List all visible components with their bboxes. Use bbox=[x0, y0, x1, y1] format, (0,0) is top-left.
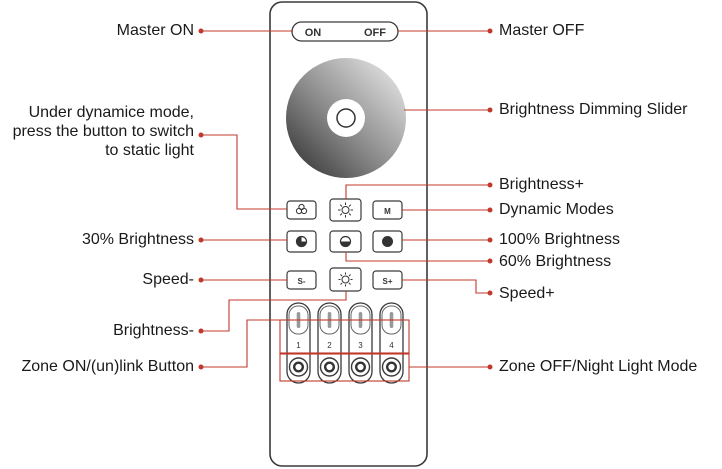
zone-1-group: 1 bbox=[286, 302, 311, 384]
brightness-minus-button[interactable] bbox=[329, 267, 362, 292]
leader-speed-plus bbox=[402, 279, 490, 294]
brightness-60-icon bbox=[339, 235, 352, 248]
master-on-label: ON bbox=[305, 27, 322, 39]
leader-lines bbox=[201, 30, 490, 368]
leader-brightness-60 bbox=[345, 252, 490, 262]
zone-4-number: 4 bbox=[389, 341, 394, 350]
mode-button-label: M bbox=[384, 207, 391, 216]
sun-small-icon bbox=[338, 272, 353, 287]
sun-large-icon bbox=[338, 202, 353, 218]
callout-static-light: Under dynamice mode, press the button to… bbox=[12, 104, 194, 159]
wheel-center-button[interactable] bbox=[336, 108, 356, 128]
callout-brightness-60: 60% Brightness bbox=[499, 253, 612, 270]
rgb-circles-icon bbox=[295, 203, 308, 215]
zone-on-bracket bbox=[279, 319, 410, 355]
zone-3-number: 3 bbox=[358, 341, 363, 350]
callout-master-on: Master ON bbox=[116, 22, 194, 39]
leader-brightness-minus bbox=[201, 291, 347, 332]
zone-2-group: 2 bbox=[317, 302, 342, 384]
callout-dynamic-modes: Dynamic Modes bbox=[499, 201, 614, 218]
callout-brightness-100: 100% Brightness bbox=[499, 231, 620, 248]
callout-brightness-slider: Brightness Dimming Slider bbox=[499, 101, 688, 118]
leader-zone-on bbox=[201, 319, 280, 368]
master-off-label: OFF bbox=[364, 27, 386, 39]
brightness-100-icon bbox=[382, 236, 393, 247]
speed-plus-label: S+ bbox=[382, 277, 392, 286]
zone-3-group: 3 bbox=[348, 302, 373, 384]
zone-2-number: 2 bbox=[327, 341, 332, 350]
zone-4-group: 4 bbox=[379, 302, 404, 384]
leader-dots bbox=[198, 28, 493, 370]
callout-speed-plus: Speed+ bbox=[499, 285, 555, 302]
speed-minus-label: S- bbox=[298, 277, 306, 286]
callout-brightness-minus: Brightness- bbox=[113, 322, 194, 339]
brightness-plus-button[interactable] bbox=[329, 198, 362, 222]
leader-brightness-plus bbox=[345, 184, 490, 199]
callout-zone-on: Zone ON/(un)link Button bbox=[21, 358, 194, 375]
zone-3-off-icon bbox=[355, 361, 367, 373]
zone-1-number: 1 bbox=[296, 341, 301, 350]
zone-2-off-icon bbox=[324, 361, 336, 373]
callout-brightness-plus: Brightness+ bbox=[499, 176, 584, 193]
callout-brightness-30: 30% Brightness bbox=[81, 231, 194, 248]
callout-speed-minus: Speed- bbox=[142, 271, 194, 288]
leader-static-light bbox=[201, 134, 287, 210]
zone-1-off-icon bbox=[293, 361, 305, 373]
brightness-30-icon bbox=[295, 235, 308, 248]
zone-4-off-icon bbox=[386, 361, 398, 373]
callout-master-off: Master OFF bbox=[499, 22, 585, 39]
callout-zone-off: Zone OFF/Night Light Mode bbox=[499, 358, 698, 375]
